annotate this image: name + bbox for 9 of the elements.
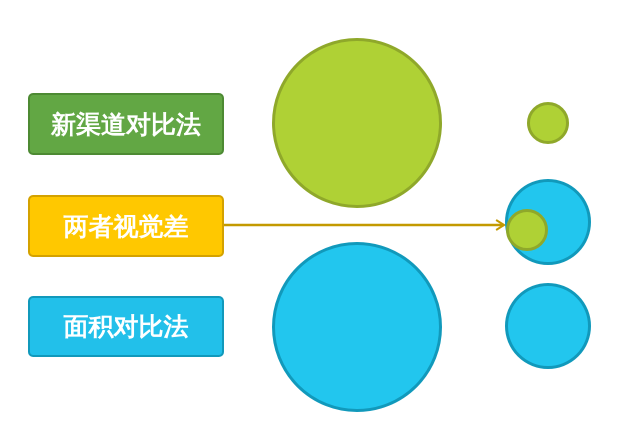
- label-box: 面积对比法: [28, 296, 224, 357]
- circle: [505, 179, 591, 265]
- circle: [272, 38, 442, 208]
- circle: [527, 102, 569, 144]
- label-box: 两者视觉差: [28, 195, 224, 257]
- circle: [272, 242, 442, 412]
- arrow: [224, 219, 506, 231]
- circle: [505, 283, 591, 369]
- label-box: 新渠道对比法: [28, 93, 224, 155]
